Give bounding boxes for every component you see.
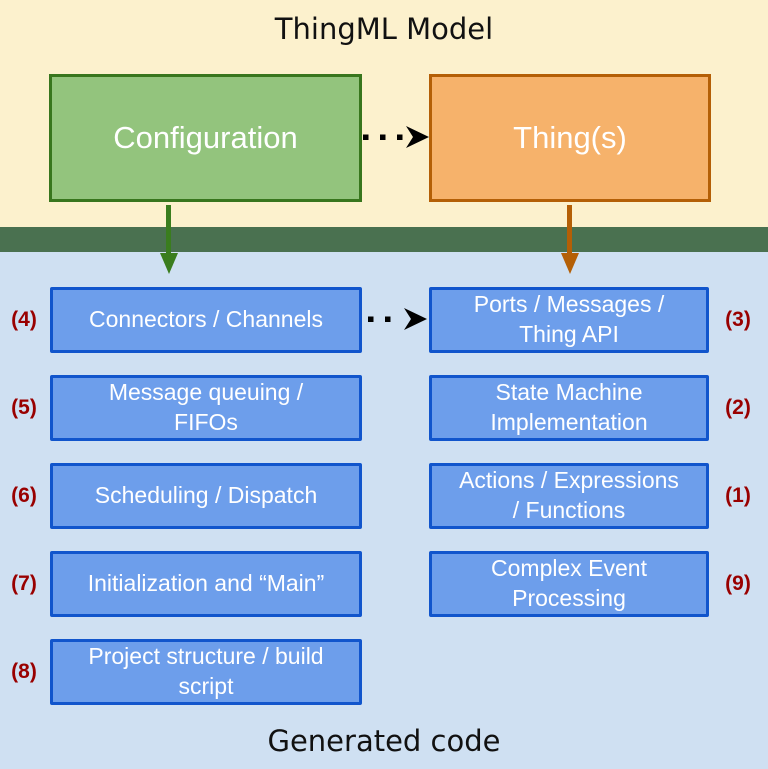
configuration-down-arrow-head	[160, 253, 178, 274]
number-label-3: (3)	[725, 308, 751, 331]
things-box: Thing(s)	[429, 74, 711, 202]
configuration-box: Configuration	[49, 74, 362, 202]
generated-box-message-queuing-fifos: Message queuing / FIFOs	[50, 375, 362, 441]
number-label-7: (7)	[11, 572, 37, 595]
generated-box-connectors-channels: Connectors / Channels	[50, 287, 362, 353]
generated-box-scheduling-dispatch: Scheduling / Dispatch	[50, 463, 362, 529]
number-label-6: (6)	[11, 484, 37, 507]
generated-box-complex-event-processing: Complex Event Processing	[429, 551, 709, 617]
generated-box-ports-messages-thing-api: Ports / Messages / Thing API	[429, 287, 709, 353]
dotted-arrow-configuration-to-things-icon	[363, 126, 429, 148]
number-label-5: (5)	[11, 396, 37, 419]
generated-box-actions-expressions-functions: Actions / Expressions / Functions	[429, 463, 709, 529]
configuration-down-arrow-shaft	[166, 205, 171, 253]
number-label-1: (1)	[725, 484, 751, 507]
divider-band	[0, 227, 768, 252]
number-label-2: (2)	[725, 396, 751, 419]
thingml-model-title: ThingML Model	[274, 12, 494, 46]
generated-box-project-structure-build-script: Project structure / build script	[50, 639, 362, 705]
configuration-box-label: Configuration	[113, 120, 298, 155]
number-label-4: (4)	[11, 308, 37, 331]
things-down-arrow-head	[561, 253, 579, 274]
things-box-label: Thing(s)	[513, 120, 627, 155]
number-label-9: (9)	[725, 572, 751, 595]
things-down-arrow-shaft	[567, 205, 572, 253]
number-label-8: (8)	[11, 660, 37, 683]
generated-box-initialization-main: Initialization and “Main”	[50, 551, 362, 617]
generated-code-title: Generated code	[267, 724, 501, 758]
dotted-arrow-connectors-to-ports-icon	[368, 308, 427, 330]
generated-box-state-machine-implementation: State Machine Implementation	[429, 375, 709, 441]
